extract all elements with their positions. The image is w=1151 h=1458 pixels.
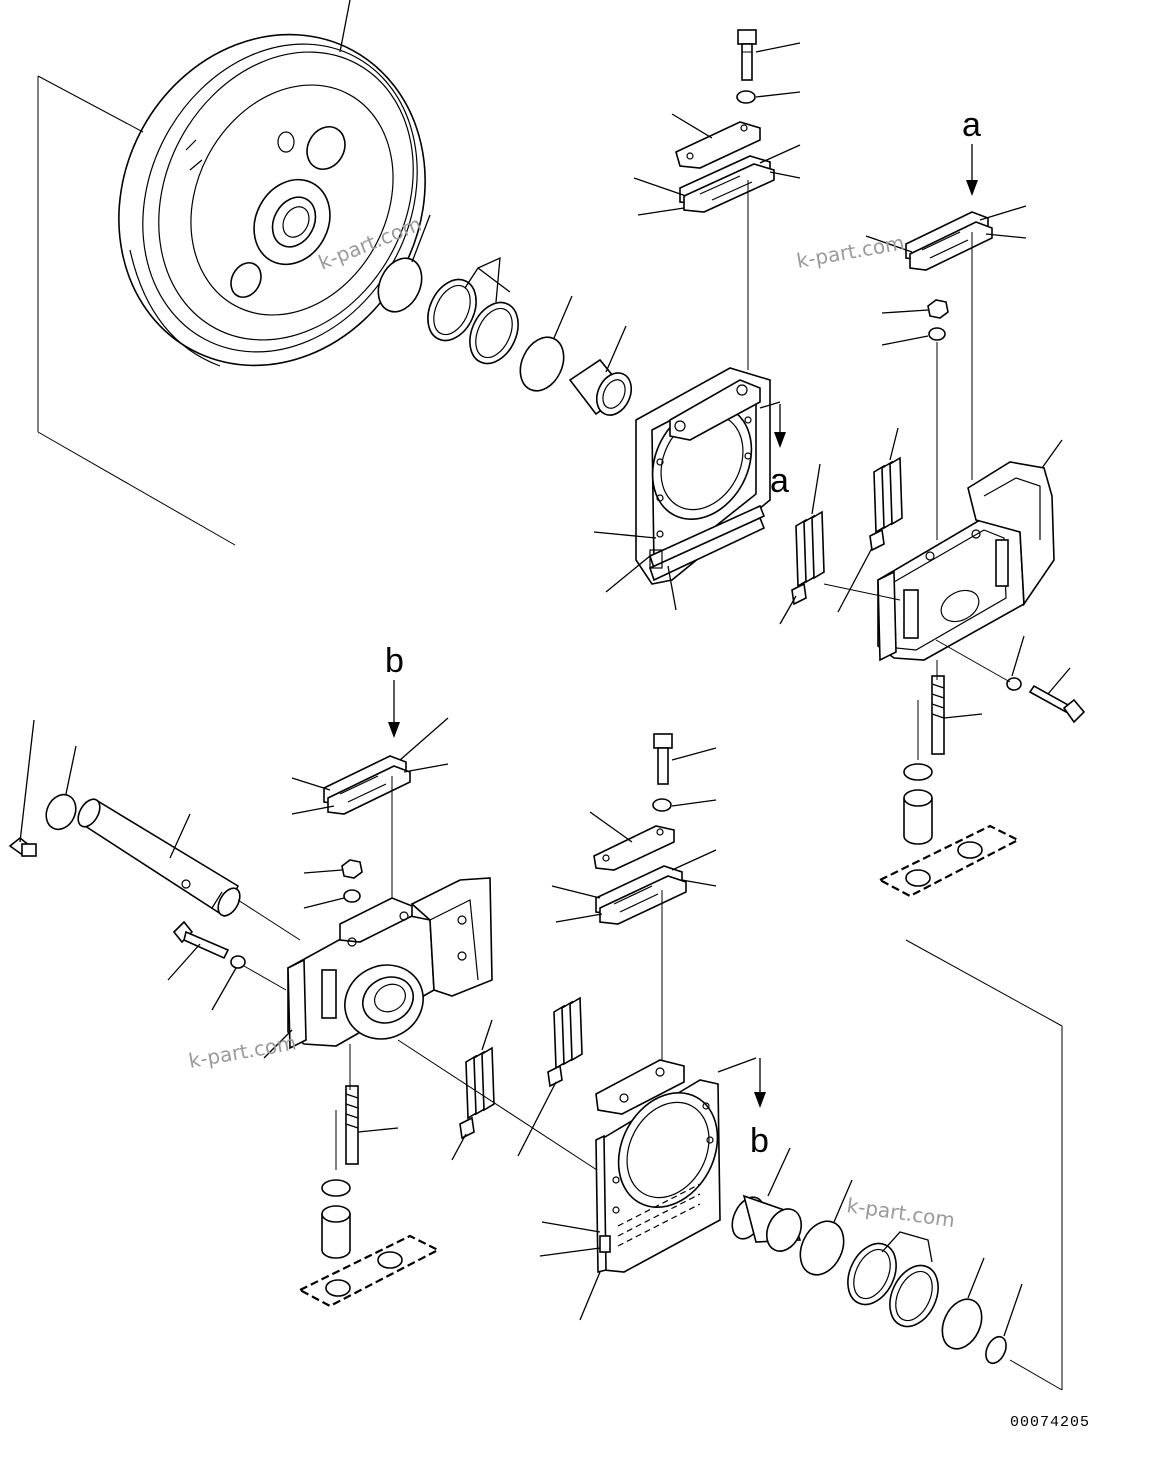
- bearing-block-left: [287, 877, 493, 1050]
- floating-seal-pair-lower: [847, 1242, 939, 1328]
- base-plate-left: [297, 1234, 441, 1308]
- svg-text:b: b: [385, 642, 404, 680]
- o-ring-lower-2: [941, 1298, 983, 1350]
- shim-pack-4: [547, 996, 583, 1088]
- washer-left: [343, 889, 361, 903]
- cylinder-left: [321, 1179, 351, 1259]
- shim-set-lower: [595, 865, 687, 925]
- shim-set-right: [905, 211, 993, 271]
- spring-pin-left: [345, 1085, 359, 1165]
- svg-text:b: b: [750, 1122, 769, 1160]
- bolt: [737, 29, 757, 81]
- o-ring-2: [519, 336, 565, 392]
- watermark: k-part.com: [187, 1030, 298, 1073]
- bearing-block-right: [877, 461, 1055, 662]
- cylinder-right: [903, 763, 933, 845]
- shim-pack-3: [459, 1046, 495, 1140]
- ref-arrow-b-lower: b: [750, 1058, 769, 1160]
- floating-seal-pair: [427, 278, 519, 365]
- svg-text:a: a: [770, 462, 789, 500]
- washer-lower: [652, 798, 672, 812]
- drawing-number: 00074205: [1010, 1414, 1090, 1431]
- bracket-upper: [635, 367, 771, 585]
- spring-pin-right: [931, 675, 945, 755]
- svg-text:a: a: [962, 106, 981, 144]
- shim-pack-1: [791, 510, 825, 606]
- o-ring-lower: [799, 1220, 845, 1276]
- o-ring: [377, 257, 423, 313]
- washer: [736, 90, 756, 104]
- bolt-right: [1028, 684, 1086, 724]
- shim-pack-2: [869, 456, 903, 552]
- watermark: k-part.com: [845, 1193, 956, 1232]
- leader-line: [339, 0, 351, 53]
- pin-shaft: [77, 798, 241, 918]
- bolt-left: [172, 920, 230, 960]
- bushing: [568, 358, 633, 416]
- washer-right: [1006, 677, 1022, 691]
- bushing-lower: [731, 1194, 803, 1252]
- plate: [675, 121, 761, 169]
- o-ring-lower-3: [985, 1335, 1007, 1365]
- bolt-lower: [653, 733, 673, 785]
- ref-arrow-a-upper: a: [962, 106, 981, 196]
- nut-left: [341, 859, 363, 879]
- o-ring-small: [45, 793, 77, 831]
- ref-arrow-a-lower: a: [770, 404, 789, 500]
- bracket-lower: [595, 1059, 721, 1274]
- plate-lower: [593, 825, 675, 871]
- nut: [927, 299, 949, 319]
- watermark: k-part.com: [795, 230, 906, 273]
- plug: [8, 836, 37, 858]
- shim-set-left: [323, 755, 411, 815]
- base-plate-right: [877, 824, 1021, 898]
- washer-2: [928, 327, 946, 341]
- idler-wheel: [118, 33, 426, 367]
- washer-left-2: [230, 955, 246, 969]
- ref-arrow-b-upper: b: [385, 642, 404, 738]
